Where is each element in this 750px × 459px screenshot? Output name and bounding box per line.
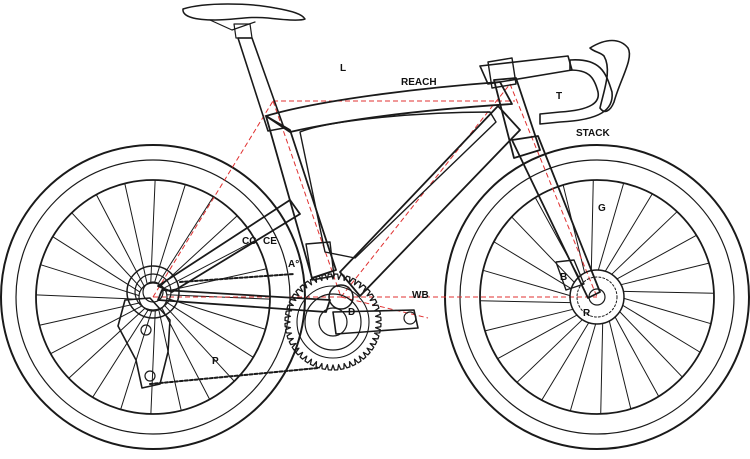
label-r: R <box>583 308 591 319</box>
spoke <box>482 269 571 297</box>
spoke <box>95 194 145 287</box>
rear-wheel <box>0 144 306 450</box>
spoke <box>493 241 572 290</box>
spoke <box>597 182 625 271</box>
saddle <box>182 3 306 39</box>
label-a: A° <box>288 259 299 270</box>
spoke <box>484 308 574 332</box>
spoke <box>40 264 140 297</box>
spoke <box>38 302 141 326</box>
spoke <box>124 182 148 285</box>
spoke <box>611 211 678 275</box>
spoke <box>150 179 156 284</box>
spoke <box>600 322 604 415</box>
spoke <box>590 179 594 272</box>
stem <box>479 55 573 89</box>
spoke <box>52 236 141 293</box>
spoke <box>497 314 578 360</box>
spoke <box>163 239 256 289</box>
label-g: G <box>598 203 606 214</box>
label-l: L <box>340 63 346 74</box>
spoke <box>479 300 572 304</box>
spoke <box>92 309 149 398</box>
chainring-inner <box>296 285 370 359</box>
fork <box>511 135 601 299</box>
spoke <box>68 307 146 379</box>
label-t: T <box>556 91 562 102</box>
spoke <box>622 290 715 294</box>
spoke <box>608 320 632 410</box>
front-disc-brake <box>555 259 625 325</box>
frame <box>157 77 541 313</box>
drivetrain <box>117 241 419 389</box>
spoke <box>620 262 710 286</box>
spoke <box>163 304 235 382</box>
spoke <box>516 319 583 383</box>
spoke <box>616 234 697 280</box>
spoke <box>35 294 140 300</box>
spoke <box>569 323 597 412</box>
spoke <box>541 322 590 401</box>
chainring <box>284 273 382 371</box>
spoke <box>622 304 701 353</box>
spoke <box>71 212 143 290</box>
geometry-lines <box>152 83 598 319</box>
spoke <box>150 310 156 415</box>
spoke <box>166 297 266 330</box>
label-ce: CE <box>263 236 277 247</box>
spoke <box>158 309 182 412</box>
spoke <box>619 311 683 378</box>
label-wb: WB <box>412 290 429 301</box>
rear-wheel-spokes <box>35 179 271 415</box>
spoke <box>623 297 712 325</box>
spoke <box>614 316 660 397</box>
label-b: B <box>560 272 567 283</box>
spoke <box>160 215 238 287</box>
front-wheel-spokes <box>479 179 715 415</box>
chainring-teeth <box>284 273 382 371</box>
label-reach: REACH <box>401 77 437 88</box>
spoke <box>50 305 143 355</box>
label-p: P <box>212 356 219 367</box>
handlebar <box>539 39 631 125</box>
seatpost <box>237 37 285 132</box>
label-d: D <box>348 307 355 318</box>
label-cc: CC <box>242 236 256 247</box>
geometry-labels: L REACH T STACK G CC CE A° WB D B R P <box>212 63 610 367</box>
spoke <box>511 216 575 283</box>
label-stack: STACK <box>576 128 610 139</box>
spoke <box>165 301 254 358</box>
spoke <box>604 193 653 272</box>
